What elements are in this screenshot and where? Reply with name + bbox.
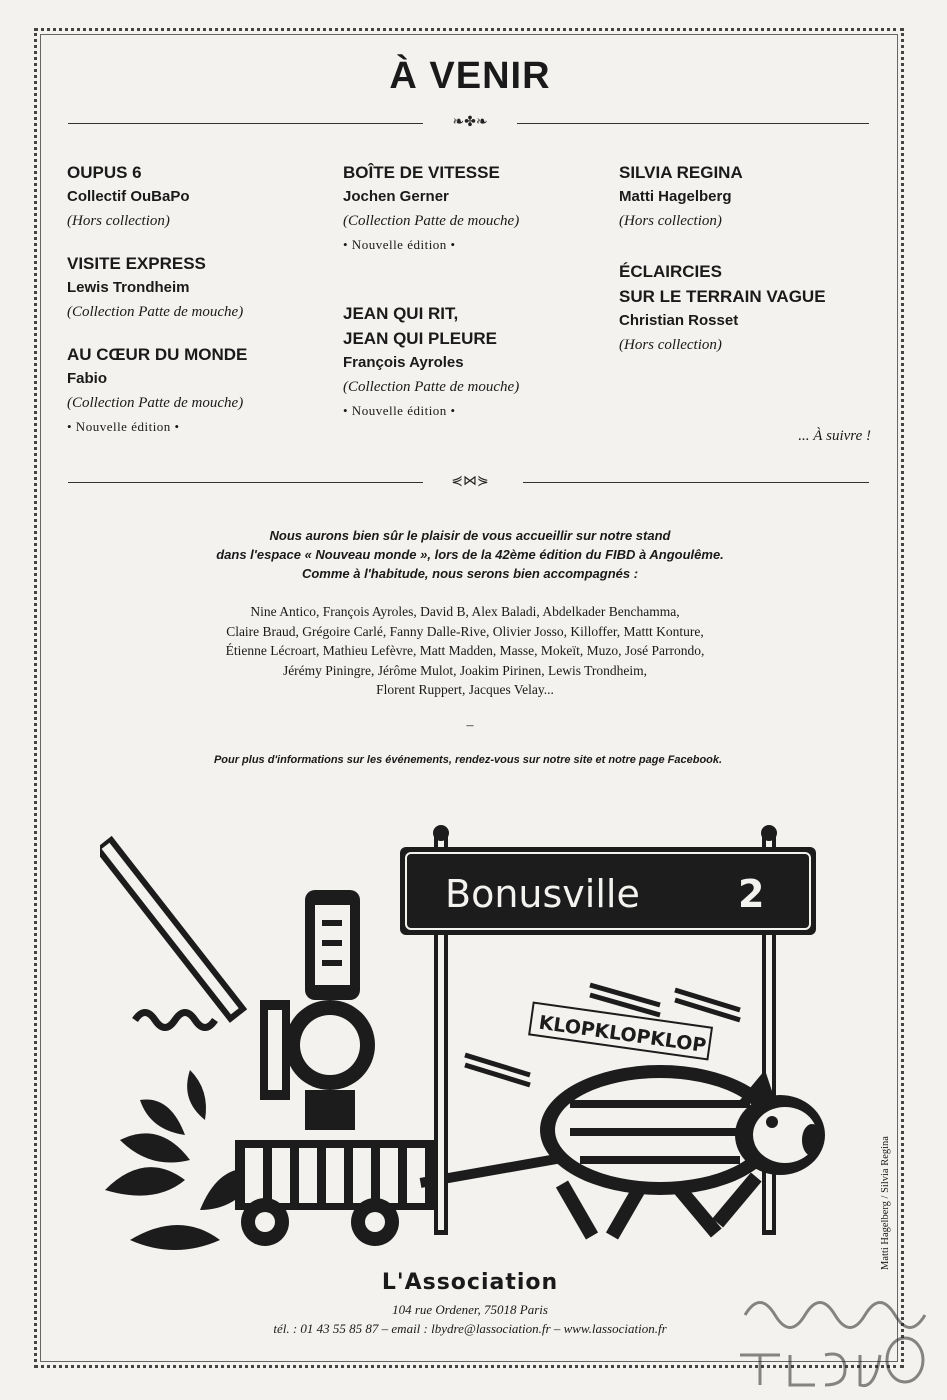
- ornament-icon: ❧✤❧: [452, 114, 488, 130]
- book-author: Lewis Trondheim: [67, 279, 190, 296]
- artists-line: Étienne Lécroart, Mathieu Lefèvre, Matt …: [225, 643, 705, 658]
- artists-line: Florent Ruppert, Jacques Velay...: [376, 682, 554, 697]
- sign-text: Bonusville: [445, 872, 640, 916]
- book-title: SILVIA REGINA: [619, 163, 743, 182]
- book-collection: (Collection Patte de mouche): [343, 379, 520, 395]
- address-line: 104 rue Ordener, 75018 Paris: [392, 1302, 548, 1317]
- ornament-icon: ⋞⋈⋟: [451, 473, 489, 489]
- divider-line: [523, 482, 869, 483]
- divider-line: [68, 482, 423, 483]
- more-info-text: Pour plus d'informations sur les événeme…: [213, 754, 723, 766]
- book-author: Jochen Gerner: [343, 188, 449, 205]
- pig: [540, 1065, 825, 1240]
- publisher-address: 104 rue Ordener, 75018 Paris tél. : 01 4…: [0, 1300, 940, 1338]
- book-entry: BOÎTE DE VITESSE Jochen Gerner (Collecti…: [343, 160, 603, 257]
- character: [260, 890, 375, 1130]
- artists-line: Jérémy Piningre, Jérôme Mulot, Joakim Pi…: [282, 662, 648, 678]
- foliage: [105, 1070, 260, 1250]
- book-entry: AU CŒUR DU MONDE Fabio (Collection Patte…: [67, 342, 327, 439]
- artists-line: Claire Braud, Grégoire Carlé, Fanny Dall…: [226, 623, 704, 639]
- page-inner-border: [40, 34, 898, 1362]
- book-collection: (Collection Patte de mouche): [343, 213, 520, 229]
- book-author: François Ayroles: [343, 354, 464, 371]
- page-border: [34, 28, 904, 1368]
- intro-line: Nous aurons bien sûr le plaisir de vous …: [269, 528, 671, 543]
- book-collection: (Hors collection): [619, 213, 722, 229]
- cart: [235, 1140, 435, 1246]
- divider-line: [517, 123, 869, 124]
- book-collection: (Collection Patte de mouche): [67, 395, 244, 411]
- book-author: Fabio: [67, 370, 107, 387]
- book-title: VISITE EXPRESS: [67, 254, 206, 273]
- speed-lines: [464, 982, 741, 1088]
- divider-line: [68, 123, 423, 124]
- intro-line: Comme à l'habitude, nous serons bien acc…: [301, 566, 639, 581]
- book-entry: VISITE EXPRESS Lewis Trondheim (Collecti…: [67, 251, 327, 324]
- separator-dash: –: [466, 718, 474, 733]
- artists-list: Nine Antico, François Ayroles, David B, …: [0, 602, 930, 700]
- book-entry: OUPUS 6 Collectif OuBaPo (Hors collectio…: [67, 160, 327, 233]
- sound-effect: KLOPKLOPKLOP: [528, 1001, 714, 1061]
- a-suivre-text: ... À suivre !: [798, 428, 871, 444]
- illustration-credit: Matti Hagelberg / Silvia Regina: [880, 1136, 891, 1270]
- column-3: SILVIA REGINA Matti Hagelberg (Hors coll…: [619, 160, 879, 375]
- intro-paragraph: Nous aurons bien sûr le plaisir de vous …: [0, 526, 940, 583]
- publisher-logo: L'Association: [381, 1270, 559, 1295]
- column-2: BOÎTE DE VITESSE Jochen Gerner (Collecti…: [343, 160, 603, 441]
- book-collection: (Hors collection): [67, 213, 170, 229]
- spiral: [132, 1009, 218, 1031]
- book-author: Christian Rosset: [619, 312, 739, 329]
- book-author: Matti Hagelberg: [619, 188, 732, 205]
- book-title: BOÎTE DE VITESSE: [343, 163, 500, 182]
- book-author: Collectif OuBaPo: [67, 188, 190, 205]
- book-entry: JEAN QUI RIT, JEAN QUI PLEURE François A…: [343, 301, 603, 423]
- book-entry: ÉCLAIRCIES SUR LE TERRAIN VAGUE Christia…: [619, 259, 879, 357]
- book-note: • Nouvelle édition •: [67, 419, 180, 434]
- weapon: [100, 835, 248, 1023]
- book-collection: (Collection Patte de mouche): [67, 304, 244, 320]
- book-collection: (Hors collection): [619, 337, 722, 353]
- book-note: • Nouvelle édition •: [343, 237, 456, 252]
- woodcut-illustration: Bonusville 2 KLOPKLOPKLOP: [100, 825, 825, 1250]
- book-title: AU CŒUR DU MONDE: [67, 345, 248, 364]
- intro-line: dans l'espace « Nouveau monde », lors de…: [216, 547, 724, 562]
- contact-line: tél. : 01 43 55 85 87 – email : lbydre@l…: [273, 1321, 667, 1336]
- stamp-scribble: [740, 1301, 927, 1388]
- book-title: JEAN QUI RIT, JEAN QUI PLEURE: [343, 304, 497, 348]
- column-1: OUPUS 6 Collectif OuBaPo (Hors collectio…: [67, 160, 327, 457]
- sign-number: 2: [738, 872, 764, 916]
- book-title: ÉCLAIRCIES SUR LE TERRAIN VAGUE: [619, 262, 826, 306]
- page-title: À VENIR: [389, 55, 551, 97]
- book-note: • Nouvelle édition •: [343, 403, 456, 418]
- book-title: OUPUS 6: [67, 163, 142, 182]
- artists-line: Nine Antico, François Ayroles, David B, …: [250, 604, 680, 619]
- book-entry: SILVIA REGINA Matti Hagelberg (Hors coll…: [619, 160, 879, 233]
